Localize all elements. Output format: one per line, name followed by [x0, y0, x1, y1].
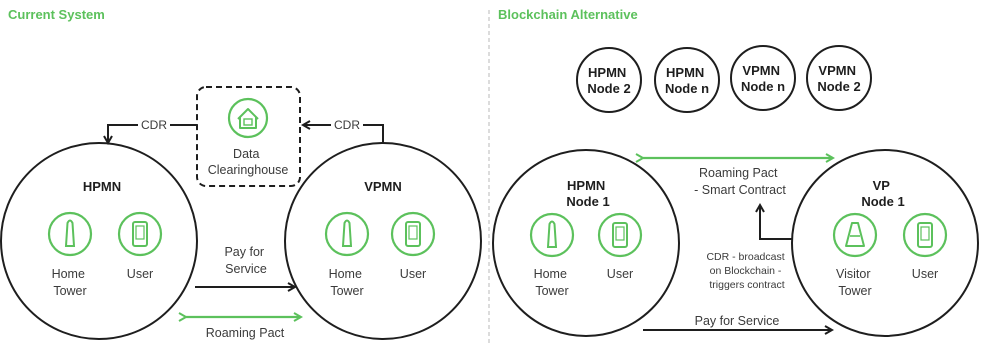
- cdr-arrow-to-clearinghouse: [303, 125, 384, 144]
- cdr-broadcast-arrow: [760, 205, 792, 240]
- cdr-broadcast-label: CDR - broadcast on Blockchain - triggers…: [706, 251, 787, 291]
- svg-text:VPMN Node n: VPMN Node n: [741, 63, 785, 94]
- hpmn-node-1-circle: [492, 149, 680, 337]
- home-tower-icon: [529, 212, 575, 258]
- hpmn-circle: [0, 142, 198, 340]
- blockchain-alternative-title: Blockchain Alternative: [498, 7, 638, 22]
- blockchain-pay-for-service-label: Pay for Service: [695, 314, 780, 328]
- home-tower-icon: [324, 211, 370, 257]
- hpmn-node-1-user-label: User: [607, 267, 633, 281]
- cdr-arrow-to-hpmn: [108, 124, 197, 143]
- cdr-label-left: CDR: [141, 118, 167, 132]
- vp-node-1-user-label: User: [912, 267, 938, 281]
- cdr-label-right: CDR: [334, 118, 360, 132]
- node-vpmn-n: VPMN Node n: [730, 45, 796, 111]
- hpmn-node-1-label: HPMN Node 1: [566, 178, 609, 209]
- vpmn-tower-label: Home Tower: [329, 267, 366, 298]
- user-phone-icon: [117, 211, 163, 257]
- roaming-pact-label: Roaming Pact: [206, 326, 285, 340]
- svg-text:HPMN Node 2: HPMN Node 2: [587, 65, 630, 96]
- hpmn-tower-label: Home Tower: [52, 267, 89, 298]
- hpmn-node-1-tower-label: Home Tower: [534, 267, 571, 298]
- home-tower-icon: [47, 211, 93, 257]
- house-icon: [227, 97, 269, 139]
- svg-text:HPMN Node n: HPMN Node n: [665, 65, 709, 96]
- pay-for-service-label: Pay for Service: [224, 245, 267, 276]
- user-phone-icon: [597, 212, 643, 258]
- user-phone-icon: [390, 211, 436, 257]
- vpmn-label: VPMN: [364, 179, 402, 194]
- vp-node-1-label: VP Node 1: [861, 178, 904, 209]
- vp-node-1-circle: [791, 149, 979, 337]
- user-phone-icon: [902, 212, 948, 258]
- smart-contract-label: Roaming Pact - Smart Contract: [694, 166, 786, 197]
- clearinghouse-box: [196, 86, 301, 187]
- current-system-title: Current System: [8, 7, 105, 22]
- vp-node-1-tower-label: Visitor Tower: [836, 267, 874, 298]
- node-vpmn-2: VPMN Node 2: [806, 45, 872, 111]
- visitor-tower-cone-icon: [832, 212, 878, 258]
- node-hpmn-2: HPMN Node 2: [576, 47, 642, 113]
- hpmn-user-label: User: [127, 267, 153, 281]
- hpmn-label: HPMN: [83, 179, 121, 194]
- vpmn-user-label: User: [400, 267, 426, 281]
- vpmn-circle: [284, 142, 482, 340]
- node-hpmn-n: HPMN Node n: [654, 47, 720, 113]
- svg-text:VPMN Node 2: VPMN Node 2: [817, 63, 860, 94]
- clearinghouse-label: Data Clearinghouse: [208, 147, 289, 177]
